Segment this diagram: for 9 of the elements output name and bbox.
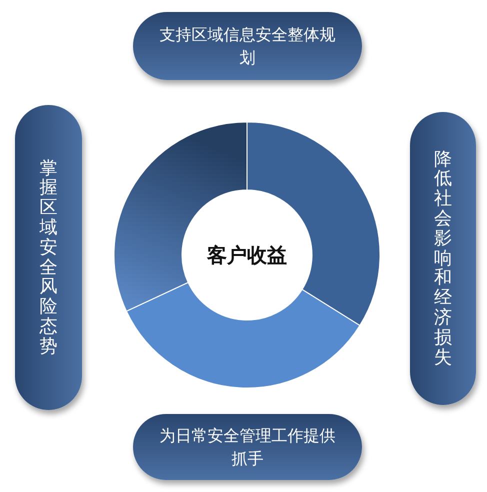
benefit-pill	[133, 414, 362, 480]
benefit-pill	[133, 12, 362, 80]
center-label: 客户收益	[207, 242, 287, 268]
benefit-text: 掌握区域安全风险态势	[40, 158, 58, 356]
benefit-text: 为日常安全管理工作提供抓手	[159, 424, 336, 470]
benefit-pill	[410, 112, 476, 405]
benefit-text: 支持区域信息安全整体规划	[159, 24, 336, 69]
benefit-text: 降低社会影响和经济损失	[434, 150, 452, 368]
benefit-pill	[15, 105, 82, 410]
